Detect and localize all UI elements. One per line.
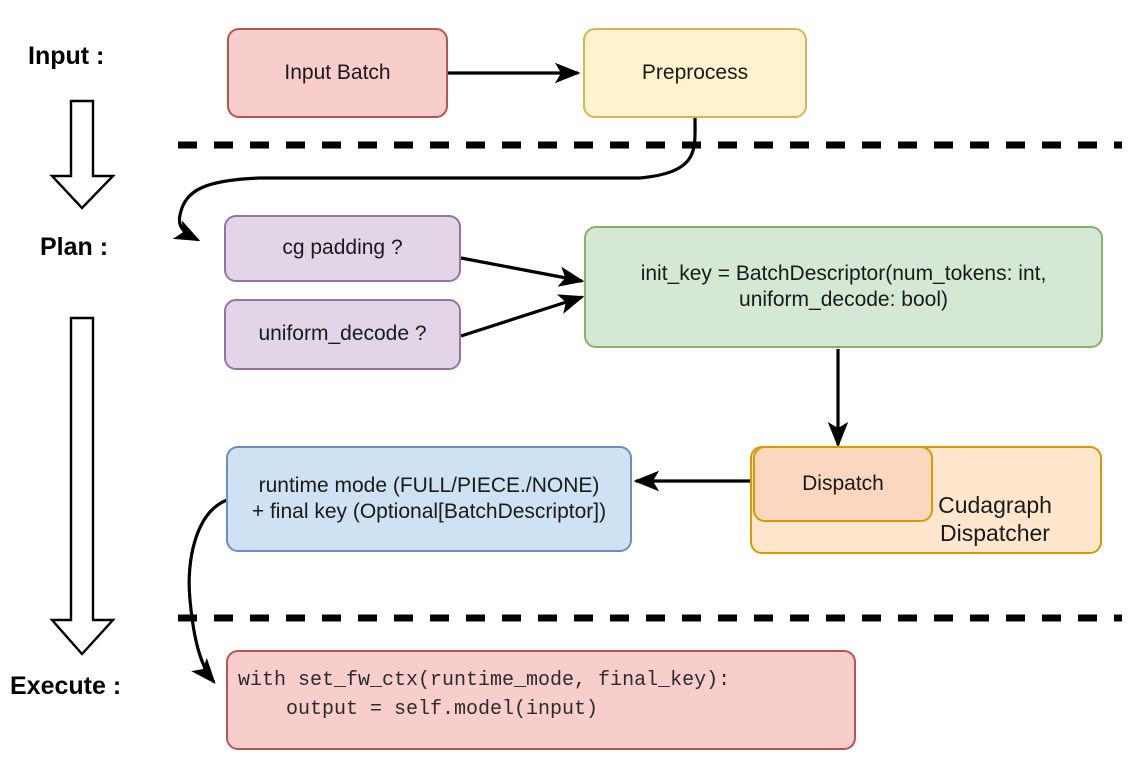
node-cudagraph-dispatcher-line2: Dispatcher <box>940 520 1050 547</box>
edge-preprocess-to-cg-padding <box>172 116 697 242</box>
node-init-key-line1: init_key = BatchDescriptor(num_tokens: i… <box>640 261 1047 285</box>
node-execute-code-line1: with set_fw_ctx(runtime_mode, final_key)… <box>238 669 731 692</box>
node-input-batch[interactable]: Input Batch <box>227 28 448 118</box>
edge-uniform-decode-to-init-key <box>460 294 585 338</box>
node-dispatch-label: Dispatch <box>802 471 884 495</box>
node-cg-padding[interactable]: cg padding ? <box>224 215 461 282</box>
node-uniform-decode[interactable]: uniform_decode ? <box>224 299 461 370</box>
input-to-plan-arrow <box>49 99 116 210</box>
stage-label-execute: Execute : <box>10 672 122 700</box>
node-runtime-mode-line2: + final key (Optional[BatchDescriptor]) <box>251 500 607 523</box>
node-execute-code[interactable]: with set_fw_ctx(runtime_mode, final_key)… <box>226 650 856 750</box>
edge-cg-padding-to-init-key <box>460 256 585 287</box>
plan-to-execute-arrow <box>49 316 116 656</box>
node-uniform-decode-label: uniform_decode ? <box>258 322 427 346</box>
node-runtime-mode[interactable]: runtime mode (FULL/PIECE./NONE) + final … <box>226 446 632 552</box>
stage-label-input: Input : <box>28 42 105 70</box>
edge-runtime-mode-to-execute-code <box>187 498 228 684</box>
node-execute-code-line2: output = self.model(input) <box>238 698 599 721</box>
stage-label-plan: Plan : <box>40 233 109 261</box>
node-cg-padding-label: cg padding ? <box>282 236 403 260</box>
node-init-key[interactable]: init_key = BatchDescriptor(num_tokens: i… <box>584 226 1103 348</box>
node-init-key-line2: uniform_decode: bool) <box>739 288 948 311</box>
node-runtime-mode-line1: runtime mode (FULL/PIECE./NONE) <box>258 473 600 497</box>
node-preprocess[interactable]: Preprocess <box>583 28 807 118</box>
node-input-batch-label: Input Batch <box>284 60 391 84</box>
node-cudagraph-dispatcher-line1: Cudagraph <box>938 491 1052 518</box>
node-preprocess-label: Preprocess <box>641 60 749 84</box>
node-dispatch[interactable]: Dispatch <box>753 446 933 522</box>
